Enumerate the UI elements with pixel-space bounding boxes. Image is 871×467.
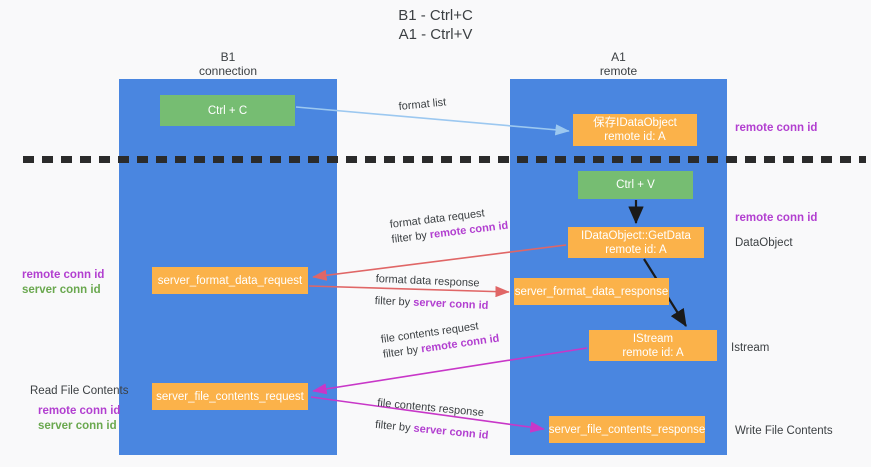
phase-separator-dashed-line (23, 156, 866, 163)
lane-b1-sub: connection (198, 64, 258, 78)
page-title: B1 - Ctrl+C A1 - Ctrl+V (0, 6, 871, 44)
annotation-read-file-contents: Read File Contents (30, 385, 129, 397)
node-istream-line1: IStream (632, 332, 674, 345)
edge-label-file-contents-request-line2-prefix: filter by (382, 343, 423, 361)
annotation-dataobject: DataObject (735, 236, 793, 251)
node-ctrl-c-label: Ctrl + C (207, 104, 248, 117)
annotation-remote-conn-id-mid-text: remote conn id (735, 212, 818, 224)
node-ctrl-v[interactable]: Ctrl + V (578, 171, 693, 199)
annotation-left-server-conn-id-mid: server conn id (22, 284, 101, 296)
title-line-1: B1 - Ctrl+C (398, 7, 473, 24)
annotation-left-remote-conn-id-bottom: remote conn id (38, 405, 121, 417)
node-idataobject-getdata[interactable]: IDataObject::GetData remote id: A (568, 227, 704, 258)
lane-header-b1: B1 connection (119, 50, 337, 78)
annotation-istream-text: Istream (731, 342, 770, 354)
annotation-conn-ids-left-middle: remote conn id server conn id (22, 268, 104, 298)
annotation-istream: Istream (731, 341, 769, 356)
node-istream[interactable]: IStream remote id: A (589, 330, 717, 361)
annotation-left-remote-conn-id-mid: remote conn id (22, 269, 105, 281)
annotation-remote-conn-id-top: remote conn id (735, 121, 817, 136)
annotation-remote-conn-id-top-text: remote conn id (735, 122, 818, 134)
edge-label-file-contents-response-line2-prefix: filter by (374, 418, 415, 435)
node-server-format-data-request[interactable]: server_format_data_request (152, 267, 308, 294)
node-save-idataobject-line1: 保存IDataObject (593, 117, 677, 129)
node-getdata-line2: remote id: A (605, 243, 667, 256)
node-server-file-contents-response-label: server_file_contents_response (548, 423, 706, 436)
annotation-remote-conn-id-mid: remote conn id (735, 211, 817, 226)
node-server-format-data-response[interactable]: server_format_data_response (514, 278, 669, 305)
lane-b1-name: B1 (220, 50, 236, 64)
edge-label-format-data-response-line1: format data response (375, 272, 480, 290)
node-save-idataobject-line2: remote id: A (604, 131, 666, 143)
annotation-left-server-conn-id-bottom: server conn id (38, 420, 117, 432)
node-save-idataobject[interactable]: 保存IDataObject remote id: A (573, 114, 697, 146)
edge-label-format-list: format list (398, 95, 447, 115)
lane-a1-sub: remote (599, 64, 638, 78)
edge-label-file-contents-response: file contents response filter by server … (374, 396, 491, 444)
lane-a1-name: A1 (611, 50, 626, 64)
edge-label-format-data-response: format data response filter by server co… (374, 272, 489, 314)
annotation-dataobject-text: DataObject (735, 237, 793, 249)
edge-label-format-data-response-line2-prefix: filter by (374, 294, 414, 309)
edge-label-file-contents-response-line1: file contents response (376, 396, 485, 420)
annotation-read-file-contents-block: Read File Contents remote conn id server… (30, 384, 128, 434)
edge-label-format-list-text: format list (398, 96, 447, 113)
lane-header-a1: A1 remote (510, 50, 727, 78)
node-ctrl-v-label: Ctrl + V (616, 179, 655, 191)
title-line-2: A1 - Ctrl+V (398, 26, 473, 43)
node-server-format-data-request-label: server_format_data_request (157, 274, 303, 287)
edge-label-file-contents-response-server-conn-id: server conn id (412, 422, 489, 442)
node-server-file-contents-response[interactable]: server_file_contents_response (549, 416, 705, 443)
node-ctrl-c[interactable]: Ctrl + C (160, 95, 295, 126)
node-server-format-data-response-label: server_format_data_response (514, 285, 669, 298)
edge-label-format-data-request-line2-prefix: filter by (390, 229, 431, 246)
node-getdata-line1: IDataObject::GetData (581, 229, 691, 242)
node-istream-line2: remote id: A (622, 346, 684, 359)
annotation-write-file-contents: Write File Contents (735, 424, 833, 439)
node-server-file-contents-request[interactable]: server_file_contents_request (152, 383, 308, 410)
annotation-write-file-contents-text: Write File Contents (735, 425, 833, 437)
edge-label-file-contents-request: file contents request filter by remote c… (380, 317, 500, 363)
edge-label-format-data-request: format data request filter by remote con… (389, 204, 509, 248)
edge-label-format-data-response-server-conn-id: server conn id (412, 296, 489, 312)
node-server-file-contents-request-label: server_file_contents_request (156, 390, 304, 403)
